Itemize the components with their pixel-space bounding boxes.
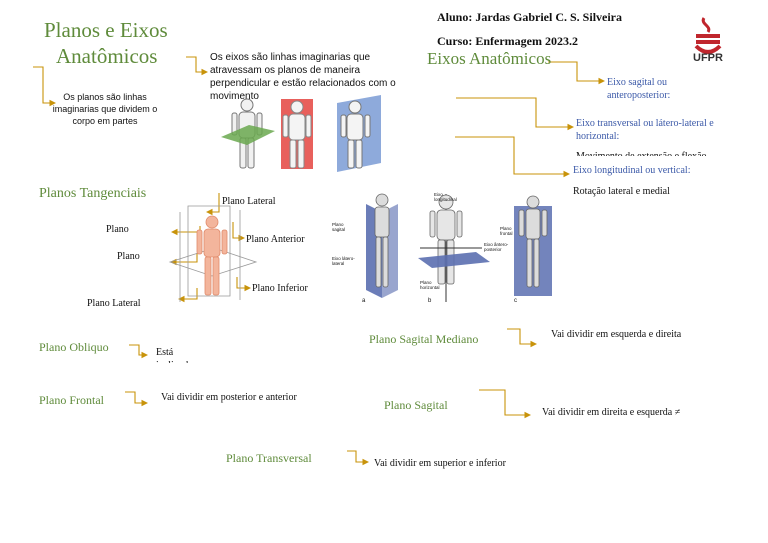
label-lateral-bottom: Plano Lateral	[87, 298, 141, 309]
student-name: Aluno: Jardas Gabriel C. S. Silveira	[437, 10, 623, 24]
plane-sagittal-desc: Vai dividir em direita e esquerda ≠	[542, 407, 681, 418]
fig-label-horizontal-plane: Plano horizontal	[420, 280, 440, 290]
plane-transverse-desc: Vai dividir em superior e inferior	[374, 458, 506, 469]
fig-label-sagittal-plane: Plano sagital	[332, 222, 346, 232]
planes-definition: Os planos são linhas imaginarias que div…	[52, 92, 158, 126]
label-anterior: Plano Anterior	[246, 234, 305, 245]
axis-longitudinal: Eixo longitudinal ou vertical:	[573, 165, 691, 176]
plane-oblique-desc: Está inclinado	[156, 347, 193, 363]
axis-sagittal: Eixo sagital ou anteroposterior:	[607, 77, 671, 101]
plane-sagittal-title: Plano Sagital	[384, 398, 448, 412]
fig-label-b: b	[428, 298, 432, 304]
axes-figure: Eixo longitudinal Plano sagital Eixo lát…	[330, 190, 562, 308]
label-lateral-top: Plano Lateral	[222, 196, 276, 207]
plane-frontal-desc: Vai dividir em posterior e anterior	[161, 392, 297, 403]
fig-label-frontal-plane: Plano frontal	[500, 226, 513, 236]
title-line1: Planos e Eixos	[44, 18, 168, 42]
label-plano-a: Plano	[106, 224, 129, 235]
label-plano-b: Plano	[117, 251, 140, 262]
plane-transverse-title: Plano Transversal	[226, 451, 312, 465]
plane-median-desc: Vai dividir em esquerda e direita	[551, 329, 682, 340]
fig-label-longitudinal: Eixo longitudinal	[434, 192, 457, 202]
axes-definition: Os eixos são linhas imaginarias que atra…	[210, 52, 396, 100]
logo-text: UFPR	[693, 52, 723, 64]
tangential-title: Planos Tangenciais	[39, 186, 147, 201]
plane-oblique-title: Plano Obliquo	[39, 340, 109, 354]
axes-title: Eixos Anatômicos	[427, 49, 552, 68]
tangential-planes-figure	[168, 204, 258, 304]
fig-label-latero-lateral: Eixo látero-lateral	[332, 256, 355, 266]
plane-median-title: Plano Sagital Mediano	[369, 332, 479, 346]
axis-transverse-movement: Movimento de extensão e flexão	[576, 150, 746, 156]
plane-frontal-title: Plano Frontal	[39, 393, 104, 407]
fig-label-a: a	[362, 298, 366, 304]
course-name: Curso: Enfermagem 2023.2	[437, 34, 578, 48]
title-line2: Anatômicos	[56, 44, 158, 68]
label-inferior: Plano Inferior	[252, 283, 308, 294]
axis-transverse: Eixo transversal ou látero-lateral e hor…	[576, 118, 714, 142]
body-planes-illustration	[219, 95, 381, 172]
axis-rotation: Rotação lateral e medial	[573, 186, 670, 197]
fig-label-c: c	[514, 298, 517, 304]
fig-label-antero-posterior: Eixo ântero-posterior	[484, 242, 509, 252]
ufpr-logo: UFPR	[690, 16, 726, 66]
